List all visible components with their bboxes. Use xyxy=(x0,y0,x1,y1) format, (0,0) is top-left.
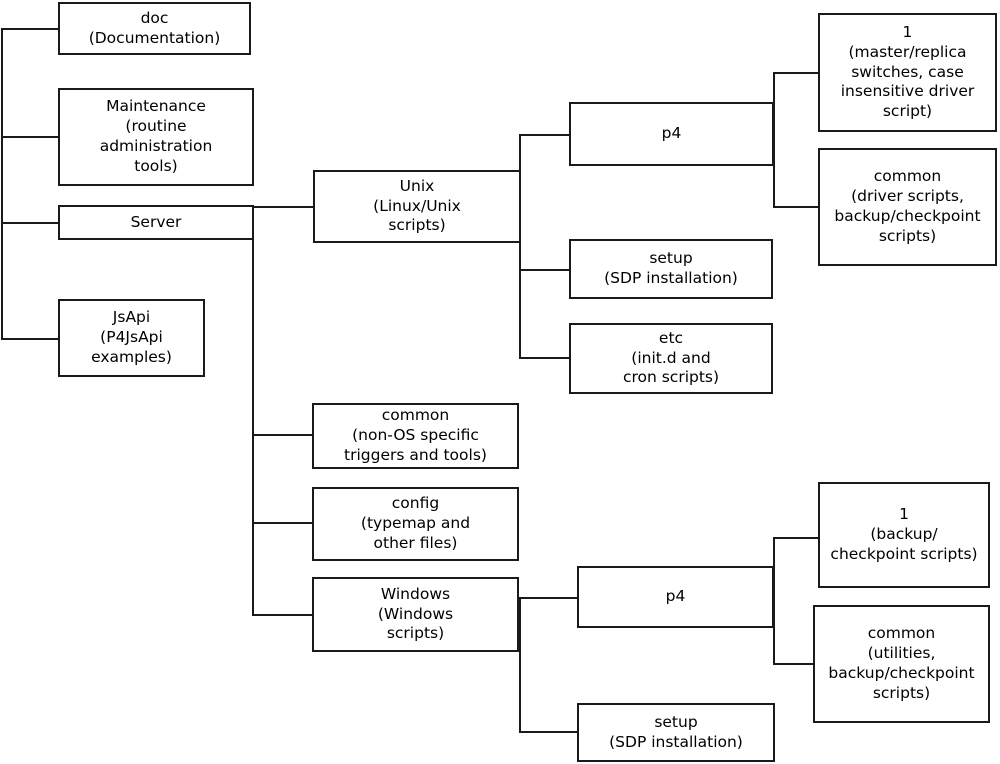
edge-unix-to-etc xyxy=(519,357,570,359)
edge-server-trunk xyxy=(252,206,254,616)
edge-win-p4-to-1 xyxy=(773,537,819,539)
edge-unix-to-p4 xyxy=(519,134,570,136)
edge-win-p4-trunk xyxy=(773,537,775,665)
node-config[interactable]: config (typemap and other files) xyxy=(312,487,519,561)
edge-server-to-windows xyxy=(252,614,314,616)
node-windows[interactable]: Windows (Windows scripts) xyxy=(312,577,519,652)
node-unix-p4-1[interactable]: 1 (master/replica switches, case insensi… xyxy=(818,13,997,132)
edge-root-to-jsapi xyxy=(1,338,59,340)
edge-unix-p4-to-common xyxy=(773,206,819,208)
node-server[interactable]: Server xyxy=(58,205,254,240)
node-doc[interactable]: doc (Documentation) xyxy=(58,2,251,55)
edge-server-to-unix xyxy=(252,206,314,208)
node-common[interactable]: common (non-OS specific triggers and too… xyxy=(312,403,519,469)
edge-root-to-doc xyxy=(1,28,59,30)
node-win-p4[interactable]: p4 xyxy=(577,566,774,628)
node-unix-setup[interactable]: setup (SDP installation) xyxy=(569,239,773,299)
edge-windows-trunk xyxy=(519,597,521,732)
edge-root-to-server xyxy=(1,222,59,224)
node-unix-etc[interactable]: etc (init.d and cron scripts) xyxy=(569,323,773,394)
node-jsapi[interactable]: JsApi (P4JsApi examples) xyxy=(58,299,205,377)
node-win-p4-common[interactable]: common (utilities, backup/checkpoint scr… xyxy=(813,605,990,723)
node-unix-p4-common[interactable]: common (driver scripts, backup/checkpoin… xyxy=(818,148,997,266)
node-maintenance[interactable]: Maintenance (routine administration tool… xyxy=(58,88,254,186)
edge-windows-to-p4 xyxy=(519,597,578,599)
edge-server-to-common xyxy=(252,434,314,436)
edge-root-trunk xyxy=(1,28,3,340)
edge-unix-trunk xyxy=(519,134,521,358)
node-unix[interactable]: Unix (Linux/Unix scripts) xyxy=(313,170,521,243)
edge-unix-p4-to-1 xyxy=(773,72,819,74)
edge-unix-to-setup xyxy=(519,269,570,271)
edge-server-to-config xyxy=(252,522,314,524)
edge-win-p4-to-common xyxy=(773,663,815,665)
edge-root-to-maintenance xyxy=(1,136,59,138)
node-win-setup[interactable]: setup (SDP installation) xyxy=(577,703,775,762)
node-unix-p4[interactable]: p4 xyxy=(569,102,774,166)
edge-unix-p4-trunk xyxy=(773,72,775,208)
node-win-p4-1[interactable]: 1 (backup/ checkpoint scripts) xyxy=(818,482,990,588)
edge-windows-to-setup xyxy=(519,731,578,733)
